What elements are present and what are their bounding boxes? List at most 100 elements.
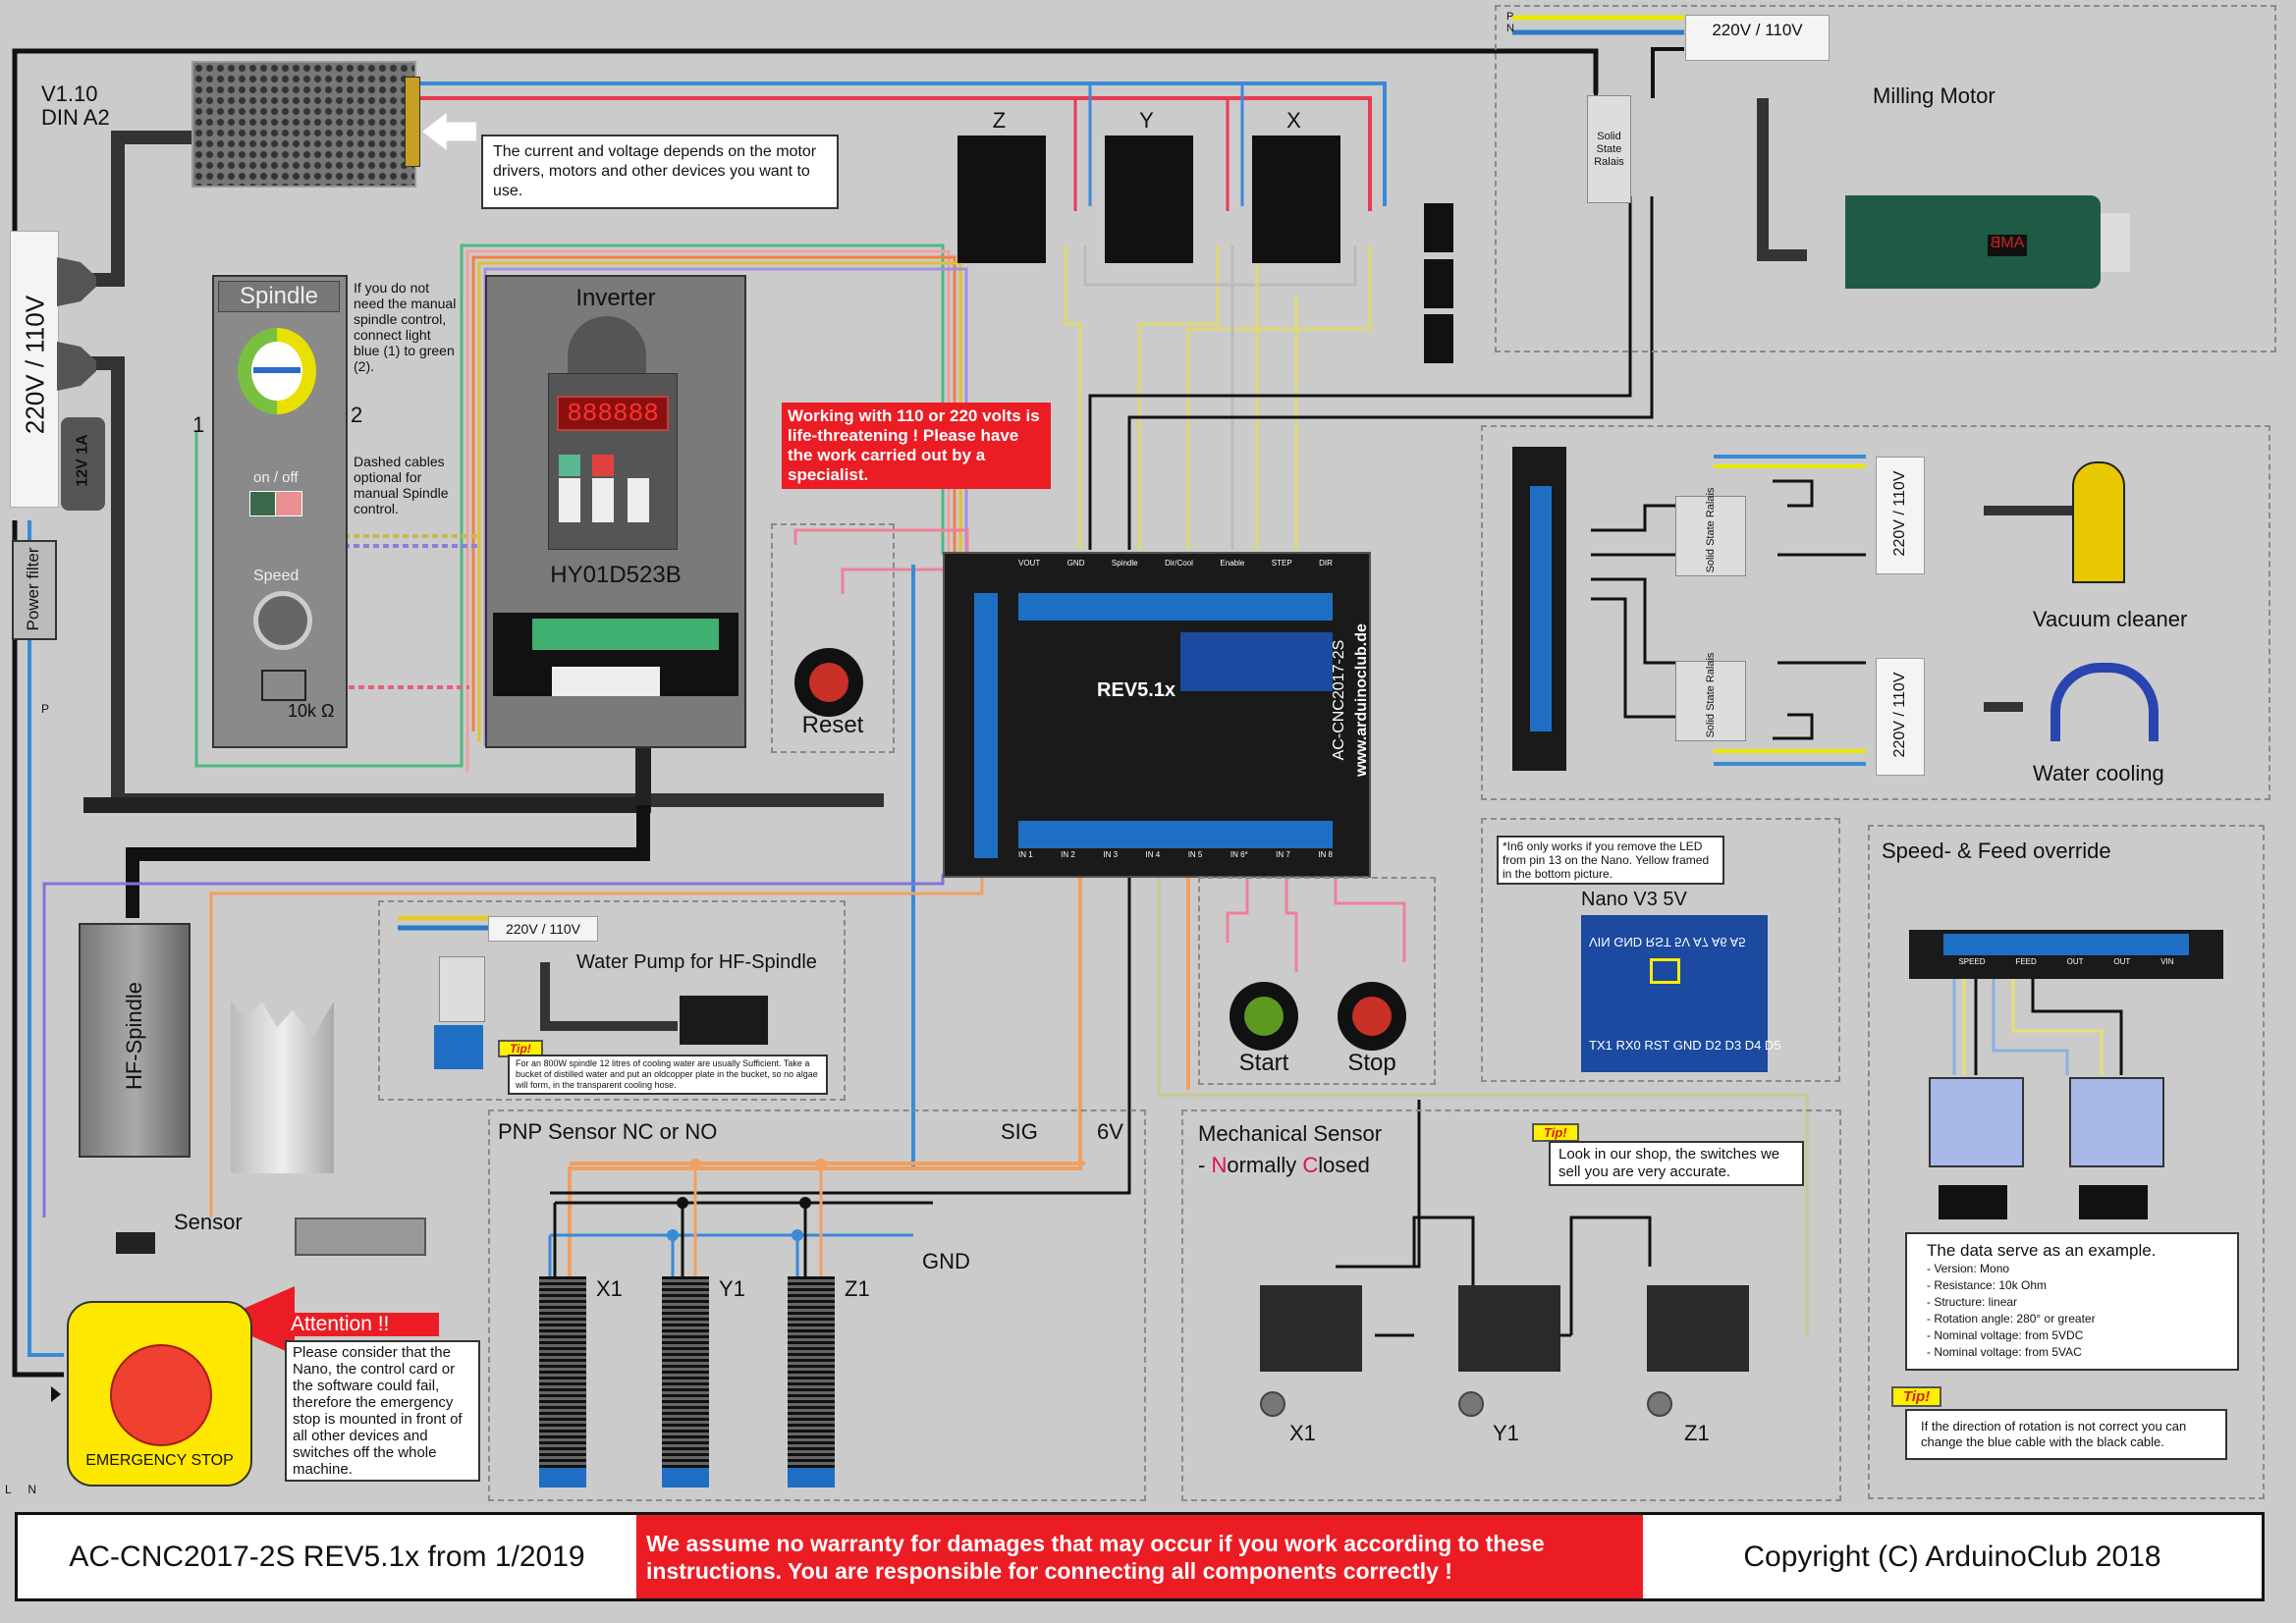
motor-mains-socket: 220V / 110V	[1685, 15, 1830, 61]
vacuum-cleaner-icon	[2072, 461, 2125, 583]
footer-copyright: Copyright (C) ArduinoClub 2018	[1743, 1540, 2161, 1573]
pnp-sensor-y1	[662, 1276, 709, 1488]
spindle-panel-title: Spindle	[218, 281, 340, 312]
limit-switch-z1	[1647, 1285, 1749, 1372]
pin-1-label: 1	[192, 412, 205, 437]
sensor-label: Sensor	[174, 1210, 243, 1234]
sensor-mount	[295, 1217, 426, 1256]
limit-switch-x1	[1260, 1285, 1362, 1372]
speed-potentiometer	[1929, 1077, 2024, 1167]
speed-knob[interactable]	[253, 591, 312, 650]
driver-x-label: X	[1286, 108, 1301, 133]
motor-brand: AMB	[1988, 235, 2027, 256]
pot-data-item: - Nominal voltage: from 5VAC	[1927, 1345, 2082, 1359]
wire-black-left	[12, 520, 64, 1378]
spindle-control-panel: Spindle automatik manual on / off Speed …	[212, 275, 348, 748]
input-3: IN 3	[1103, 850, 1119, 859]
pot-data-item: - Version: Mono	[1927, 1262, 2010, 1275]
off-button[interactable]	[275, 491, 302, 516]
driver-x	[1252, 135, 1340, 263]
accessories-section: Solid State Ralais Solid State Ralais 22…	[1481, 425, 2270, 800]
override-terminal-out: OUT	[2113, 957, 2131, 966]
vacuum-ssr-label: Solid State Ralais	[1705, 487, 1717, 573]
version-number: V1.10	[41, 81, 98, 106]
wire-red-supply	[412, 96, 1372, 211]
reset-button[interactable]	[794, 648, 863, 717]
dashed-cables-note: Dashed cables optional for manual Spindl…	[354, 454, 449, 516]
limit-switch-y1	[1458, 1285, 1560, 1372]
cooling-socket: 220V / 110V	[1876, 658, 1925, 776]
ln-labels: L N	[5, 1483, 36, 1496]
override-tip-text: If the direction of rotation is not corr…	[1905, 1409, 2227, 1460]
pot-value: 10k Ω	[288, 701, 335, 721]
cnc-control-board: REV5.1x AC-CNC2017-2S www.arduinoclub.de…	[943, 552, 1371, 878]
pump-relay-terminal	[434, 1025, 483, 1069]
pnp-gnd-label: GND	[922, 1249, 970, 1273]
inverter-display: 888888	[557, 396, 669, 431]
driver-z-label: Z	[992, 108, 1007, 133]
feed-potentiometer	[2069, 1077, 2164, 1167]
pnp-x1-label: X1	[596, 1276, 623, 1301]
arduino-nano-board: VIN GND RST 5V A7 A6 A5 TX1 RX0 RST GND …	[1581, 915, 1781, 1072]
mode-selector-switch[interactable]	[238, 328, 316, 414]
nc-c-letter: C	[1302, 1153, 1319, 1177]
pnp-sensor-z1	[788, 1276, 835, 1488]
start-button[interactable]	[1230, 982, 1298, 1051]
nc-n-letter: N	[1211, 1153, 1228, 1177]
pnp-sensor-section: PNP Sensor NC or NO SIG 6V GND X1 Y1 Z1	[488, 1109, 1146, 1501]
board-revision: REV5.1x	[1097, 679, 1176, 701]
footer-warranty-warning: We assume no warranty for damages that m…	[636, 1515, 1643, 1598]
inverter-terminal-block	[493, 613, 738, 696]
pot-data-item: - Nominal voltage: from 5VDC	[1927, 1328, 2084, 1342]
mechanical-x1-label: X1	[1289, 1421, 1316, 1445]
inverter-key[interactable]	[592, 478, 614, 522]
input-6: IN 6*	[1230, 850, 1248, 859]
mechanical-sensor-title: Mechanical Sensor	[1198, 1121, 1383, 1146]
vacuum-cleaner-label: Vacuum cleaner	[2033, 607, 2188, 631]
pot-data-item: - Rotation angle: 280° or greater	[1927, 1312, 2096, 1325]
switch-roller	[1647, 1391, 1672, 1417]
on-button[interactable]	[249, 491, 277, 516]
pnp-sensor-title: PNP Sensor NC or NO	[498, 1119, 718, 1144]
n-label: N	[27, 1483, 37, 1496]
pot-data-note: The data serve as an example. - Version:…	[1905, 1232, 2239, 1371]
reset-section: Reset	[771, 523, 895, 753]
stepper-motor	[1422, 257, 1455, 310]
cooling-ssr-label: Solid State Ralais	[1705, 652, 1717, 738]
inverter-model: HY01D523B	[550, 562, 682, 588]
terminal-spindle: Spindle	[1111, 559, 1138, 568]
inverter-keypad: 888888	[548, 373, 678, 550]
pot-data-title: The data serve as an example.	[1927, 1241, 2157, 1260]
override-terminal-vin: VIN	[2160, 957, 2174, 966]
override-terminal-feed: FEED	[2015, 957, 2037, 966]
terminal-vout: VOUT	[1018, 559, 1041, 568]
stepper-motor	[1422, 312, 1455, 365]
nc-ormally: ormally	[1227, 1153, 1303, 1177]
terminal-gnd: GND	[1066, 559, 1085, 568]
high-voltage-warning: Working with 110 or 220 volts is life-th…	[782, 403, 1051, 489]
mechanical-y1-label: Y1	[1493, 1421, 1519, 1445]
input-2: IN 2	[1061, 850, 1075, 859]
water-pump-icon	[680, 996, 768, 1045]
spindle-cable-2	[126, 805, 650, 918]
inverter-key[interactable]	[559, 478, 580, 522]
emergency-stop-button[interactable]	[110, 1344, 212, 1446]
override-terminal-speed: SPEED	[1958, 957, 1986, 966]
reset-label: Reset	[801, 712, 864, 738]
inverter-key[interactable]	[628, 478, 649, 522]
pnp-6v-label: 6V	[1097, 1119, 1123, 1144]
terminal-dir-cool: Dir/Cool	[1165, 559, 1193, 568]
psu-note: The current and voltage depends on the m…	[481, 135, 839, 209]
inverter-run-button[interactable]	[559, 455, 580, 476]
emergency-stop[interactable]: EMERGENCY STOP	[67, 1301, 252, 1487]
inverter-stop-button[interactable]	[592, 455, 614, 476]
inverter-knob[interactable]	[568, 316, 646, 375]
top-terminal-block	[1018, 593, 1333, 621]
input-7: IN 7	[1276, 850, 1290, 859]
sensor-bracket	[231, 1001, 334, 1173]
inverter: Inverter 888888 HY01D523B	[485, 275, 746, 748]
pnp-y1-label: Y1	[719, 1276, 745, 1301]
mains-power-strip: 220V / 110V	[10, 231, 59, 508]
stop-button[interactable]	[1338, 982, 1406, 1051]
neutral-label: N	[1506, 23, 1514, 34]
